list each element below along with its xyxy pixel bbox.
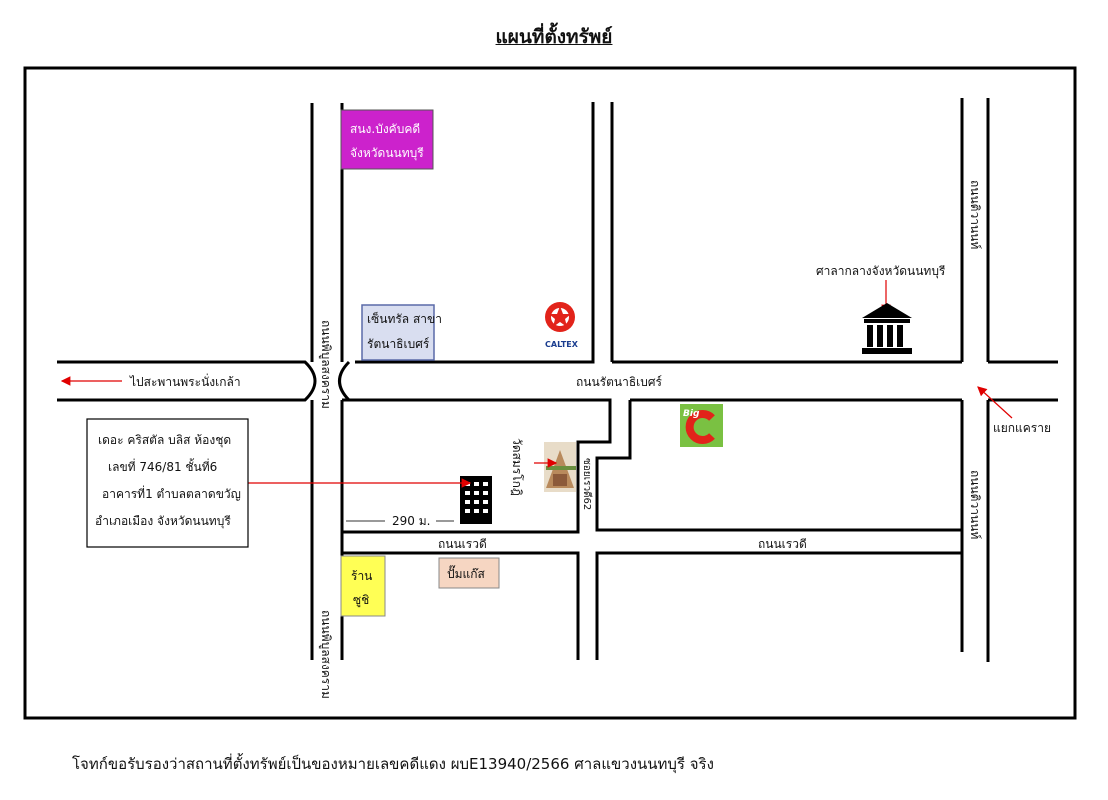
government-building-icon xyxy=(862,303,912,354)
temple-photo-icon xyxy=(544,442,576,492)
svg-text:CALTEX: CALTEX xyxy=(545,340,579,349)
property-info-line1: เดอะ คริสตัล บลิส ห้องชุด xyxy=(98,433,231,448)
central-box xyxy=(361,304,435,361)
road-lines xyxy=(57,98,1058,662)
map-frame xyxy=(23,66,1077,720)
bigc-icon: Big xyxy=(680,404,723,447)
central-line1: เซ็นทรัล สาขา xyxy=(367,311,442,326)
court-office-line2: จังหวัดนนทบุรี xyxy=(350,146,424,161)
gas-station-box xyxy=(438,557,500,589)
intersection-arrow xyxy=(977,386,1013,419)
road-label-east-upper: ถนนติวานนท์ xyxy=(968,180,982,249)
property-info-box xyxy=(86,418,249,548)
map-title: แผนที่ตั้งทรัพย์ xyxy=(495,26,613,48)
city-hall-label: ศาลากลางจังหวัดนนทบุรี xyxy=(816,264,946,279)
certification-footer: โจทก์ขอรับรองว่าสถานที่ตั้งทรัพย์เป็นของ… xyxy=(72,755,714,773)
central-line2: รัตนาธิเบศร์ xyxy=(367,337,430,351)
svg-text:Big: Big xyxy=(683,409,700,419)
property-info-line4: อำเภอเมือง จังหวัดนนทบุรี xyxy=(95,514,231,529)
intersection-label: แยกแคราย xyxy=(993,421,1051,435)
property-info-line3: อาคารที่1 ตำบลตลาดขวัญ xyxy=(102,485,241,501)
sushi-shop-line2: ซูชิ xyxy=(353,593,369,608)
road-label-main: ถนนรัตนาธิเบศร์ xyxy=(576,375,663,389)
caltex-icon: CALTEX xyxy=(545,302,579,349)
road-label-east-lower: ถนนติวานนท์ xyxy=(968,470,982,539)
road-label-south-west: ถนนเรวดี xyxy=(438,537,487,551)
road-label-soi: ซอยเรวดี62 xyxy=(581,458,593,510)
road-label-west-upper: ถนนพิบูลสงคราม xyxy=(318,320,333,409)
gas-station-label: ปั๊มแก๊ส xyxy=(447,565,486,581)
distance-label: 290 ม. xyxy=(392,514,430,528)
sushi-shop-line1: ร้าน xyxy=(351,569,372,583)
to-bridge-label: ไปสะพานพระนั่งเกล้า xyxy=(129,373,241,389)
court-office-line1: สนง.บังคับคดี xyxy=(350,122,420,136)
road-label-south-east: ถนนเรวดี xyxy=(758,537,807,551)
road-label-west-lower: ถนนพิบูลสงคราม xyxy=(318,610,333,699)
property-info-line2: เลขที่ 746/81 ชั้นที่6 xyxy=(108,458,217,474)
temple-label: วัดสมรโกฎิ xyxy=(510,438,524,496)
court-office-box xyxy=(340,109,434,170)
sushi-shop-box xyxy=(340,555,386,617)
